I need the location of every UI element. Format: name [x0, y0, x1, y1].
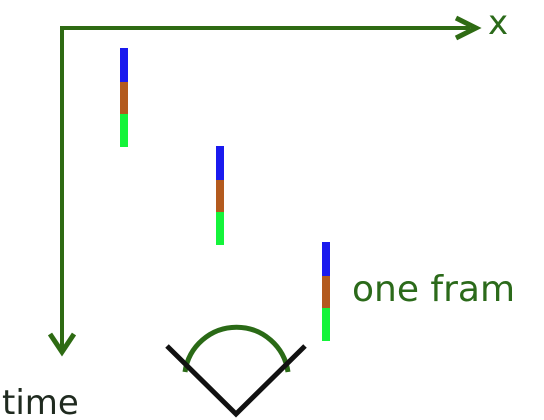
frame-bar-2-top-segment	[216, 146, 224, 180]
time-axis-label: time	[2, 383, 79, 420]
frame-bar-1-top-segment	[120, 48, 128, 82]
x-axis-arrowhead	[454, 15, 482, 41]
frame-bar-1-bottom-segment	[120, 114, 128, 147]
frame-caption: one fram	[352, 269, 515, 310]
frame-bar-3-bottom-segment	[322, 308, 330, 341]
frame-bar-3-top-segment	[322, 242, 330, 276]
frame-bar-2-middle-segment	[216, 180, 224, 212]
frame-bar-2-bottom-segment	[216, 212, 224, 245]
frame-bar-1-middle-segment	[120, 82, 128, 114]
x-axis-label: x	[488, 3, 508, 43]
axes	[47, 15, 482, 357]
time-axis-arrowhead	[47, 332, 77, 357]
frame-bar-3-middle-segment	[322, 276, 330, 308]
eye-icon	[165, 324, 307, 418]
frame-bar-2	[216, 146, 224, 245]
eye-v-outline	[165, 344, 307, 418]
eye-arc	[182, 324, 291, 373]
axis-lines	[60, 26, 470, 348]
frame-bar-3	[322, 242, 330, 341]
frame-bar-1	[120, 48, 128, 147]
